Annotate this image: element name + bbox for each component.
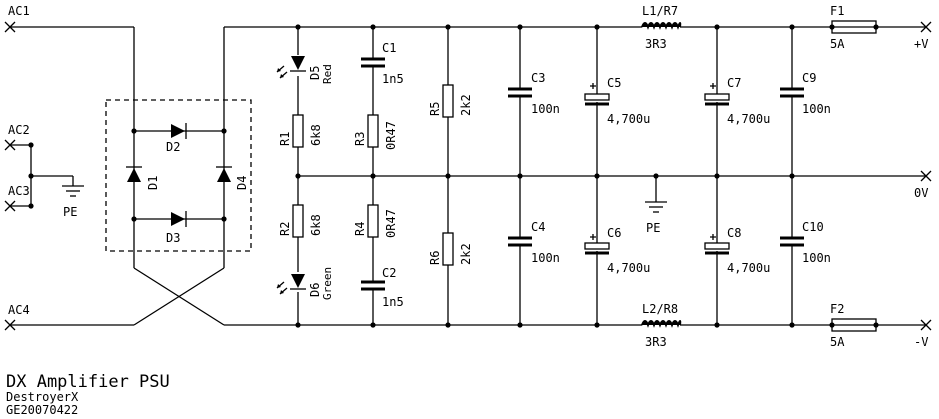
diode-d1 bbox=[126, 166, 142, 182]
label-pe-left: PE bbox=[63, 205, 77, 219]
capacitor-c10 bbox=[780, 236, 804, 247]
label-d5-color: Red bbox=[321, 64, 334, 84]
label-r5-value: 2k2 bbox=[459, 94, 473, 116]
capacitor-c9 bbox=[780, 87, 804, 98]
label-l2-value: 3R3 bbox=[645, 335, 667, 349]
terminal-ac3 bbox=[4, 200, 16, 212]
label-c6: C6 bbox=[607, 226, 621, 240]
terminal-neg bbox=[920, 319, 932, 331]
label-r1: R1 bbox=[278, 132, 292, 146]
inductor-l1 bbox=[641, 22, 682, 30]
label-r6-value: 2k2 bbox=[459, 243, 473, 265]
label-c7: C7 bbox=[727, 76, 741, 90]
terminal-zero bbox=[920, 170, 932, 182]
terminal-ac4 bbox=[4, 319, 16, 331]
label-c9: C9 bbox=[802, 71, 816, 85]
diagram-author: DestroyerX bbox=[6, 390, 79, 404]
label-d6-color: Green bbox=[321, 267, 334, 300]
label-r2-value: 6k8 bbox=[309, 214, 323, 236]
resistor-r1 bbox=[292, 114, 304, 148]
label-d2: D2 bbox=[166, 140, 180, 154]
label-c1: C1 bbox=[382, 41, 396, 55]
label-ac2: AC2 bbox=[8, 123, 30, 137]
label-f1: F1 bbox=[830, 4, 844, 18]
label-f2: F2 bbox=[830, 302, 844, 316]
label-c6-value: 4,700u bbox=[607, 261, 650, 275]
label-c4: C4 bbox=[531, 220, 545, 234]
label-r1-value: 6k8 bbox=[309, 124, 323, 146]
resistor-r4 bbox=[367, 204, 379, 238]
label-zero: 0V bbox=[914, 186, 928, 200]
label-d3: D3 bbox=[166, 231, 180, 245]
label-c3: C3 bbox=[531, 71, 545, 85]
label-r4: R4 bbox=[353, 222, 367, 236]
capacitor-c2 bbox=[361, 280, 385, 291]
capacitor-c6 bbox=[584, 234, 610, 255]
capacitor-c1 bbox=[361, 57, 385, 68]
label-r3: R3 bbox=[353, 132, 367, 146]
wiring bbox=[10, 26, 926, 326]
label-r6: R6 bbox=[428, 251, 442, 265]
label-f2-value: 5A bbox=[830, 335, 845, 349]
diode-d3 bbox=[171, 211, 187, 227]
label-d4: D4 bbox=[235, 176, 249, 190]
diode-d2 bbox=[171, 123, 187, 139]
capacitor-c4 bbox=[508, 236, 532, 247]
capacitor-c5 bbox=[584, 83, 610, 106]
label-ac1: AC1 bbox=[8, 4, 30, 18]
label-c10: C10 bbox=[802, 220, 824, 234]
terminal-pos bbox=[920, 21, 932, 33]
resistor-r5 bbox=[442, 84, 454, 118]
label-r2: R2 bbox=[278, 222, 292, 236]
led-d6 bbox=[276, 274, 306, 295]
label-neg: -V bbox=[914, 335, 928, 349]
label-l1-value: 3R3 bbox=[645, 37, 667, 51]
resistor-r6 bbox=[442, 232, 454, 266]
resistor-r2 bbox=[292, 204, 304, 238]
terminal-ac1 bbox=[4, 21, 16, 33]
capacitor-c7 bbox=[704, 83, 730, 106]
label-r5: R5 bbox=[428, 102, 442, 116]
label-d6: D6 bbox=[308, 283, 322, 297]
label-ac4: AC4 bbox=[8, 303, 30, 317]
capacitor-c8 bbox=[704, 234, 730, 255]
led-d5 bbox=[276, 56, 306, 79]
ground-icon-left bbox=[62, 185, 84, 197]
label-c1-value: 1n5 bbox=[382, 72, 404, 86]
label-pe-center: PE bbox=[646, 221, 660, 235]
label-c4-value: 100n bbox=[531, 251, 560, 265]
label-ac3: AC3 bbox=[8, 184, 30, 198]
label-l1: L1/R7 bbox=[642, 4, 678, 18]
fuse-f1 bbox=[831, 20, 877, 34]
label-r4-value: 0R47 bbox=[384, 209, 398, 238]
fuse-f2 bbox=[831, 318, 877, 332]
label-l2: L2/R8 bbox=[642, 302, 678, 316]
label-c10-value: 100n bbox=[802, 251, 831, 265]
inductor-l2 bbox=[641, 320, 682, 328]
label-r3-value: 0R47 bbox=[384, 121, 398, 150]
capacitor-c3 bbox=[508, 87, 532, 98]
label-c7-value: 4,700u bbox=[727, 112, 770, 126]
label-c2-value: 1n5 bbox=[382, 295, 404, 309]
resistor-r3 bbox=[367, 114, 379, 148]
diagram-title: DX Amplifier PSU bbox=[6, 372, 170, 392]
junction-dots bbox=[28, 24, 879, 328]
ground-icon-center bbox=[645, 201, 667, 213]
diagram-doc-id: GE20070422 bbox=[6, 403, 78, 417]
label-c9-value: 100n bbox=[802, 102, 831, 116]
label-d1: D1 bbox=[146, 176, 160, 190]
label-c5-value: 4,700u bbox=[607, 112, 650, 126]
label-c2: C2 bbox=[382, 266, 396, 280]
terminal-ac2 bbox=[4, 139, 16, 151]
label-pos: +V bbox=[914, 37, 928, 51]
label-d5: D5 bbox=[308, 66, 322, 80]
label-c5: C5 bbox=[607, 76, 621, 90]
bridge-rectifier-box bbox=[105, 99, 252, 252]
label-c3-value: 100n bbox=[531, 102, 560, 116]
label-c8: C8 bbox=[727, 226, 741, 240]
label-f1-value: 5A bbox=[830, 37, 845, 51]
diode-d4 bbox=[216, 166, 232, 182]
label-c8-value: 4,700u bbox=[727, 261, 770, 275]
